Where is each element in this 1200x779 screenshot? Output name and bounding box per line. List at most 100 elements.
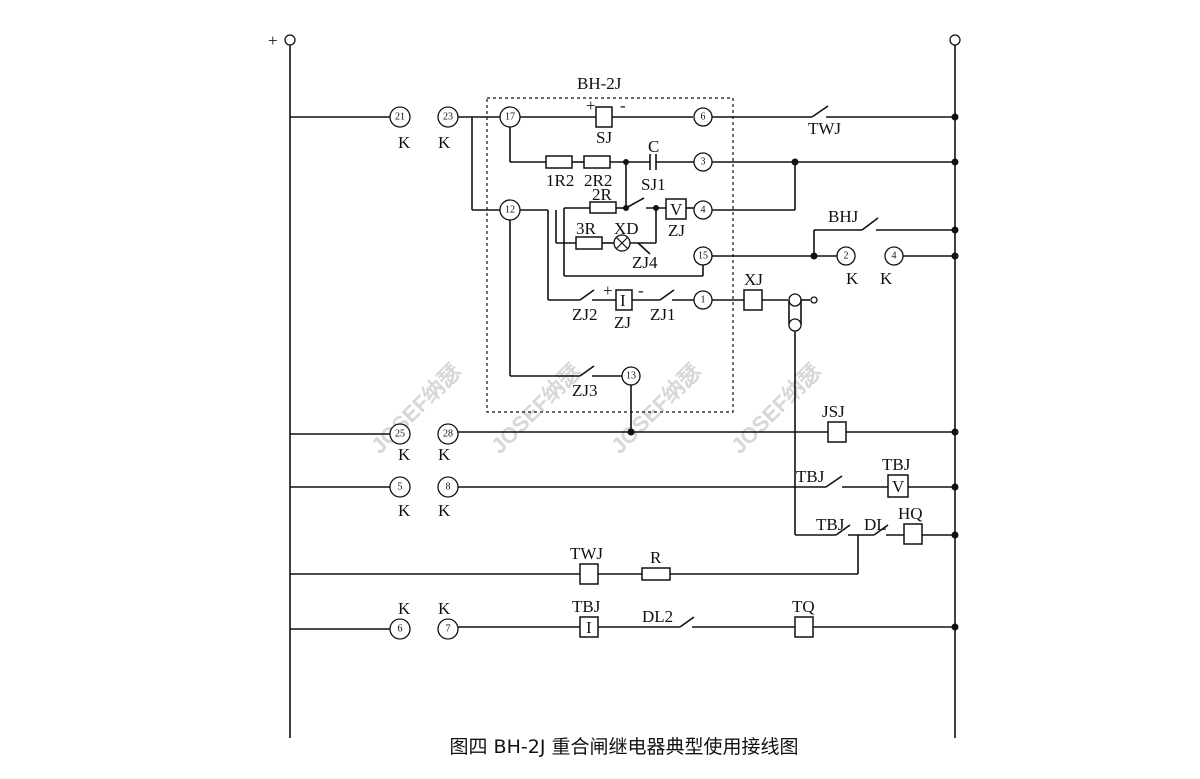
tbj-contact-a: [825, 475, 843, 488]
resistor-1r2-label: 1R2: [546, 171, 574, 190]
row-4: 3R XD ZJ4: [555, 208, 658, 272]
tbj-coil-i-label: TBJ: [572, 597, 601, 616]
row-6: ZJ2 + I ZJ - ZJ1 1 XJ: [548, 270, 818, 535]
k-label: K: [398, 133, 411, 152]
i-minus: -: [638, 281, 644, 300]
terminal-7: [437, 618, 459, 640]
resistor-2r2: [583, 155, 611, 169]
resistor-2r-label: 2R: [592, 185, 613, 204]
row-8: 25 K 28 K JSJ: [290, 402, 959, 464]
terminal-5: [389, 476, 411, 498]
row-10: TBJ DL HQ: [795, 504, 959, 574]
dl-label: DL: [864, 515, 887, 534]
terminal-25-label: 25: [395, 429, 405, 440]
bhj-label: BHJ: [828, 207, 859, 226]
terminal-21: [389, 106, 411, 128]
xj-label: XJ: [744, 270, 763, 289]
resistor-r: [641, 567, 671, 581]
terminal-1-label: 1: [701, 295, 706, 306]
terminal-28-label: 28: [443, 429, 453, 440]
sj-label: SJ: [596, 128, 612, 147]
jsj-label: JSJ: [822, 402, 845, 421]
zj4-label: ZJ4: [632, 253, 658, 272]
terminal-23-label: 23: [443, 112, 453, 123]
tbj-contact-b-label: TBJ: [816, 515, 845, 534]
switch-contact-icon: [788, 318, 802, 332]
terminal-6b-label: 6: [398, 624, 403, 635]
terminal-4-label: 4: [701, 205, 706, 216]
terminal-4b-label: 4: [892, 251, 897, 262]
terminal-25: [389, 423, 411, 445]
terminal-15-label: 15: [698, 251, 708, 262]
resistor-3r: [575, 236, 603, 250]
twj-contact-label: TWJ: [808, 119, 841, 138]
twj-coil-label: TWJ: [570, 544, 603, 563]
figure-caption: 图四 BH-2J 重合闸继电器典型使用接线图: [450, 736, 799, 758]
terminal-12-label: 12: [505, 205, 515, 216]
twj-contact: [811, 105, 829, 118]
tbj-voltage-coil-label: V: [892, 477, 905, 496]
tbj-contact-b: [835, 524, 851, 536]
jsj-relay: [827, 421, 847, 443]
sj-minus: -: [620, 96, 626, 115]
resistor-2r2-label: 2R2: [584, 171, 612, 190]
terminal-2: [836, 246, 856, 266]
zj-voltage-coil-label: V: [670, 200, 683, 219]
watermark: JOSEF纳瑟: [726, 359, 826, 459]
row-3: 2R SJ1 V ZJ 4: [563, 162, 795, 276]
hq-label: HQ: [898, 504, 923, 523]
tbj-current-coil-label: I: [586, 618, 592, 637]
terminal-13-label: 13: [626, 371, 636, 382]
zj3-label: ZJ3: [572, 381, 598, 400]
zj1-contact: [659, 289, 675, 301]
terminal-8-label: 8: [446, 482, 451, 493]
resistor-r-label: R: [650, 548, 662, 567]
k-label: K: [398, 445, 411, 464]
k-label: K: [438, 599, 451, 618]
row-2: 1R2 2R2 C 3: [509, 127, 959, 210]
zj3-contact: [579, 365, 595, 377]
hq-closing-coil: [903, 523, 923, 545]
row-1: 21 K 23 K 17 + - SJ 6 TWJ: [290, 96, 959, 152]
zj-label: ZJ: [668, 221, 685, 240]
tbj-coil-v-label: TBJ: [882, 455, 911, 474]
terminal-2-label: 2: [844, 251, 849, 262]
zj-label: ZJ: [614, 313, 631, 332]
k-label: K: [438, 501, 451, 520]
tq-trip-coil: [794, 616, 814, 638]
terminal-7-label: 7: [446, 624, 451, 635]
i-plus: +: [603, 281, 613, 300]
terminal-6-label: 6: [701, 112, 706, 123]
k-label: K: [438, 133, 451, 152]
watermark: JOSEF纳瑟: [486, 359, 586, 459]
terminal-12-group: 12: [499, 199, 549, 376]
dl-contact: [873, 524, 889, 536]
bh2j-module-boundary: [486, 97, 734, 413]
watermark: JOSEF纳瑟: [606, 359, 706, 459]
tq-label: TQ: [792, 597, 815, 616]
dl2-label: DL2: [642, 607, 673, 626]
xd-label: XD: [614, 219, 639, 238]
module-title: BH-2J: [577, 74, 622, 93]
twj-coil: [579, 563, 599, 585]
k-label: K: [398, 501, 411, 520]
terminal-28: [437, 423, 459, 445]
k-label: K: [880, 269, 893, 288]
zj2-label: ZJ2: [572, 305, 598, 324]
dl2-contact: [679, 616, 695, 628]
resistor-3r-label: 3R: [576, 219, 597, 238]
sj1-label: SJ1: [641, 175, 666, 194]
tbj-voltage-coil: [887, 474, 909, 498]
zj4-contact: [637, 242, 651, 255]
power-rails: +: [268, 31, 961, 738]
row-5: 15 BHJ 2 K 4 K: [564, 207, 959, 288]
k-label: K: [398, 599, 411, 618]
minus-supply-terminal: [949, 34, 961, 46]
k-label: K: [846, 269, 859, 288]
xj-signal-relay: [743, 289, 763, 311]
row-11: TWJ R: [290, 544, 858, 585]
row-9: 5 K 8 K TBJ V TBJ: [290, 455, 959, 520]
tbj-contact-a-label: TBJ: [796, 467, 825, 486]
zj-current-coil-label: I: [620, 291, 626, 310]
